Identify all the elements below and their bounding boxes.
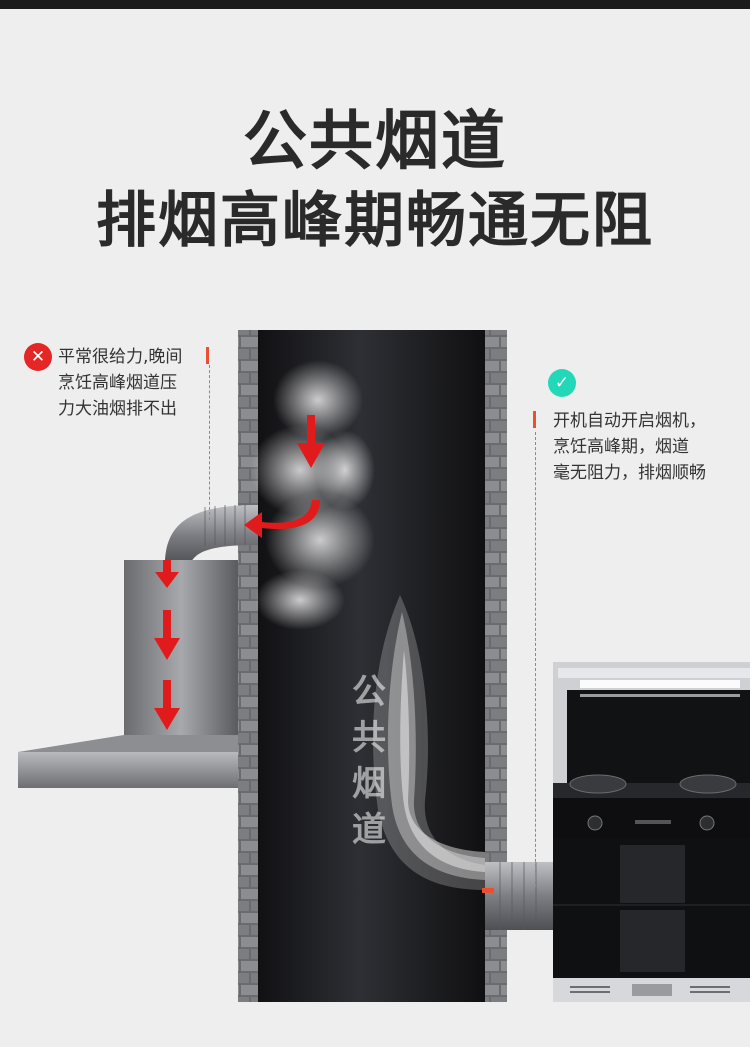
solution-note-line-1: 开机自动开启烟机，	[553, 411, 706, 431]
integrated-stove	[553, 662, 750, 1002]
right-note-marker	[533, 411, 536, 428]
problem-note-line-2: 烹饪高峰烟道压	[58, 373, 177, 393]
shaft-label-char-2: 共	[352, 718, 386, 758]
brick-wall-right	[485, 330, 507, 1002]
solution-note: 开机自动开启烟机， 烹饪高峰期，烟道 毫无阻力，排烟顺畅	[553, 408, 748, 486]
solution-note-line-3: 毫无阻力，排烟顺畅	[553, 463, 706, 483]
range-hood-body	[124, 560, 238, 750]
solution-note-line-2: 烹饪高峰期，烟道	[553, 437, 689, 457]
headline-line-1: 公共烟道	[243, 105, 507, 179]
shaft-label-char-3: 烟	[352, 764, 386, 804]
close-icon: ✕	[24, 343, 52, 371]
shaft-label-char-1: 公	[352, 672, 386, 712]
smoke-cloud-upper	[250, 360, 375, 630]
airflow-arrows-down	[154, 560, 180, 730]
headline-line-2: 排烟高峰期畅通无阻	[96, 186, 654, 256]
blocked-flow-arrows	[244, 415, 325, 538]
problem-note-line-1: 平常很给力,晚间	[58, 347, 183, 367]
check-icon: ✓	[548, 369, 576, 397]
shaft-label-char-4: 道	[352, 810, 386, 850]
smoke-flow-lower	[373, 595, 485, 890]
leader-line-left	[209, 365, 210, 520]
top-bar	[0, 0, 750, 9]
brick-wall-left	[238, 330, 258, 1002]
leader-line-right	[535, 432, 536, 887]
problem-note: 平常很给力,晚间 烹饪高峰烟道压 力大油烟排不出	[58, 344, 208, 422]
range-hood-shelf	[18, 752, 238, 788]
left-note-marker	[206, 347, 209, 364]
right-flex-duct	[485, 862, 555, 930]
problem-note-line-3: 力大油烟排不出	[58, 399, 177, 419]
